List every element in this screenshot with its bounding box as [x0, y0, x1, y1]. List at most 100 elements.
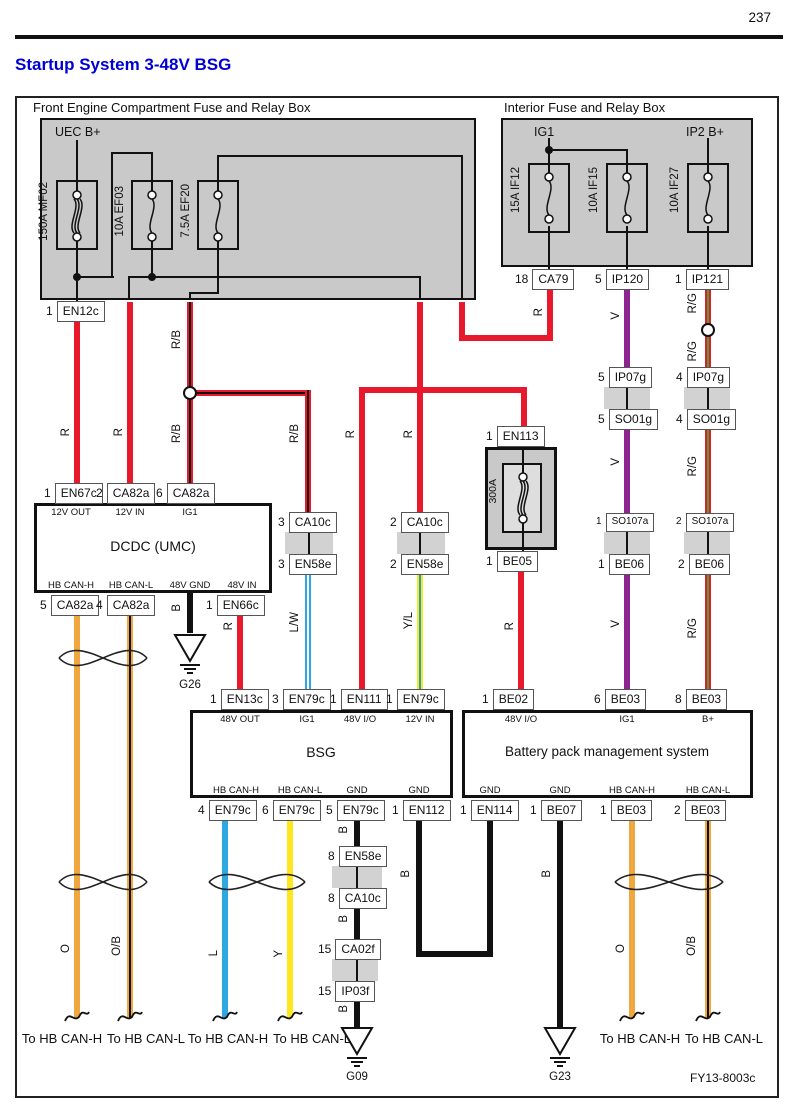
wire-break-icon: [212, 1011, 238, 1022]
wire-segment: [128, 276, 421, 278]
pin-number: 6: [594, 692, 601, 706]
wire-b: [187, 593, 193, 633]
pin-fn: 48V IN: [227, 580, 257, 591]
wire-y: [287, 821, 293, 1018]
splice-icon: [183, 386, 197, 400]
pin-fn: B+: [702, 714, 714, 725]
mating-line: [707, 387, 709, 409]
wire-b: [416, 821, 422, 957]
inline-connector-block: [397, 532, 445, 554]
splice-icon: [701, 323, 715, 337]
pin-number: 1: [206, 598, 213, 612]
connector-name: BE03: [610, 800, 653, 821]
wire-label-b: B: [541, 870, 553, 878]
pin-number: 2: [674, 803, 681, 817]
source-uec-b-plus: UEC B+: [55, 125, 101, 139]
connector-name: IP07g: [686, 367, 731, 388]
pin-fn: 48V I/O: [504, 714, 538, 725]
connector-name: EN58e: [338, 846, 388, 867]
connector-name: CA82a: [50, 595, 100, 616]
unit-bsg-name: BSG: [306, 744, 336, 760]
source-ig1: IG1: [534, 125, 555, 139]
inline-connector-block: [332, 959, 378, 981]
fuse-label-if12: 15A IF12: [510, 167, 522, 214]
mating-line: [707, 532, 709, 554]
connector-name: BE02: [492, 689, 535, 710]
pin-fn: 12V IN: [115, 507, 145, 518]
ground-label-g26: G26: [179, 679, 201, 691]
wire-segment: [522, 521, 524, 551]
connector-name: EN58e: [400, 554, 450, 575]
connector-name: IP121: [685, 269, 730, 290]
can-dest-label: To HB CAN-L: [272, 1031, 352, 1046]
wire-v: [624, 429, 630, 513]
mating-line: [356, 866, 358, 888]
wire-segment: [76, 276, 114, 278]
fuse-label-if27: 10A IF27: [669, 167, 681, 214]
pin-number: 5: [598, 370, 605, 384]
wire-label-o: O: [60, 944, 72, 953]
wire-label-rb: R/B: [171, 424, 183, 444]
wire-r: [417, 393, 423, 512]
twisted-pair-icon: [208, 873, 306, 891]
source-ip2-b-plus: IP2 B+: [686, 125, 724, 139]
pin-number: 2: [676, 516, 682, 527]
mating-line: [419, 532, 421, 554]
wire-label-b: B: [338, 1005, 350, 1013]
ground-icon: [173, 634, 207, 674]
pin-number: 3: [278, 557, 285, 571]
wire-ob: [127, 615, 133, 1018]
fuse-element-icon: [622, 172, 632, 224]
connector-name: SO107a: [685, 513, 735, 532]
pin-number: 1: [675, 272, 682, 286]
fuse-300a-label: 300A: [487, 479, 499, 504]
wire-break-icon: [277, 1011, 303, 1022]
fuse-ef20: [197, 180, 239, 250]
wire-r: [74, 302, 80, 484]
pin-number: 8: [328, 849, 335, 863]
wire-label-rg: R/G: [687, 456, 699, 477]
wire-rg: [705, 429, 711, 513]
pin-number: 1: [210, 692, 217, 706]
unit-dcdc: [34, 503, 272, 593]
connector-name: EN12c: [56, 301, 105, 322]
connector-name: CA10c: [400, 512, 449, 533]
connector-name: BE03: [604, 689, 647, 710]
wire-segment: [548, 138, 550, 178]
pin-fn: 48V OUT: [220, 714, 260, 725]
wire-segment: [461, 155, 463, 300]
wire-label-r: R: [60, 428, 72, 437]
wire-b: [354, 821, 360, 846]
wire-label-rb: R/B: [171, 330, 183, 350]
connector-name: CA82a: [106, 595, 156, 616]
wire-r: [417, 302, 423, 393]
wire-r: [237, 615, 243, 690]
pin-number: 2: [96, 486, 103, 500]
connector-name: EN79c: [208, 800, 257, 821]
wire-label-b: B: [171, 604, 183, 612]
pin-number: 1: [330, 692, 337, 706]
fuse-label-mf02: 150A MF02: [38, 182, 50, 241]
diagram-frame: [15, 96, 779, 1098]
wire-rg: [705, 574, 711, 690]
front-box-title: Front Engine Compartment Fuse and Relay …: [33, 100, 311, 115]
pin-number: 4: [676, 370, 683, 384]
